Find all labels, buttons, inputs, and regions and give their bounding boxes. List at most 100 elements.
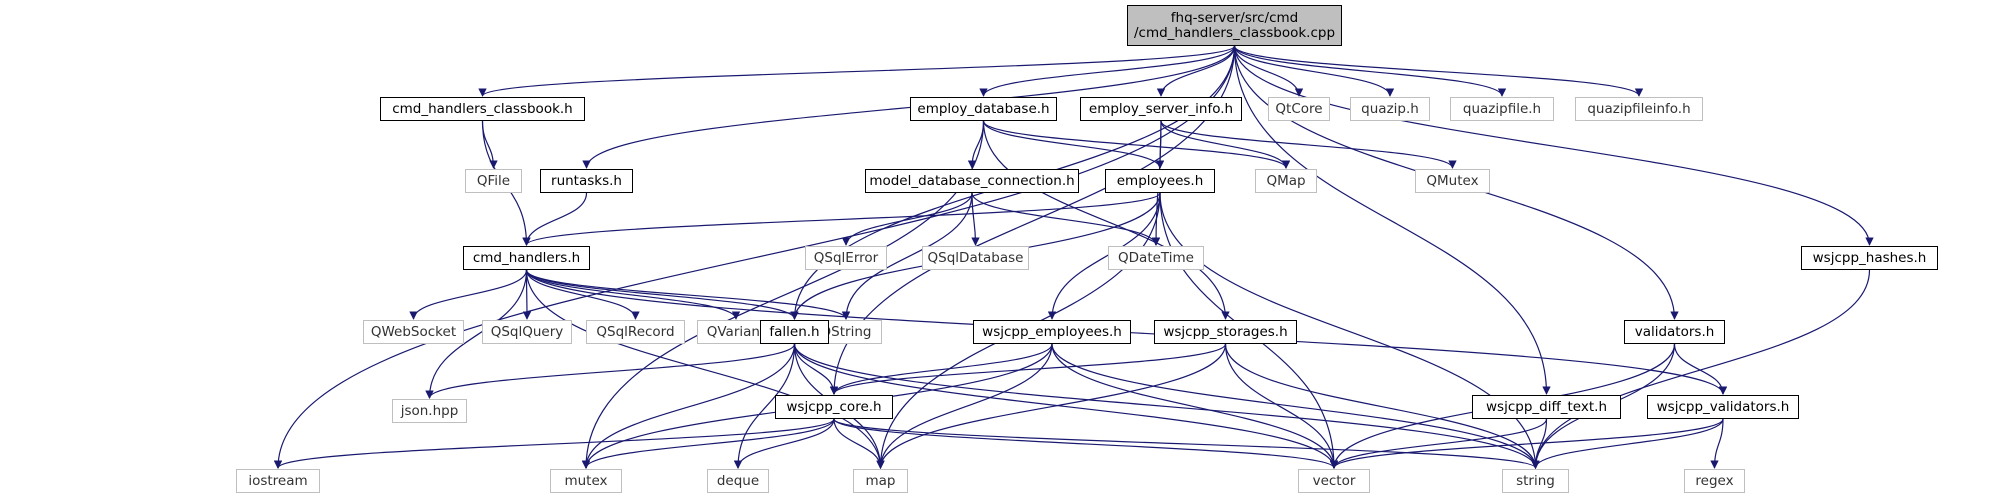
node-label: QSqlDatabase <box>927 249 1024 266</box>
node-quazipfile-h: quazipfile.h <box>1450 97 1554 121</box>
edge-root-to-iostream <box>273 45 1236 469</box>
edge-root-to-quazip_h <box>1233 45 1395 97</box>
node-qsqldatabase: QSqlDatabase <box>922 246 1029 270</box>
node-mutex: mutex <box>550 469 622 493</box>
node-regex: regex <box>1684 469 1745 493</box>
node-label: QString <box>820 323 872 340</box>
node-label: validators.h <box>1634 323 1715 340</box>
edge-employ_database_h-to-employees_h <box>982 120 1165 169</box>
edge-employ_server_info_h-to-qmutex <box>1160 120 1457 169</box>
edge-wsjcpp_core_h-to-string <box>833 418 1540 469</box>
node-wsjcpp-employees-h[interactable]: wsjcpp_employees.h <box>973 320 1131 344</box>
node-label: QSqlQuery <box>490 323 564 340</box>
node-employees-h[interactable]: employees.h <box>1105 169 1215 193</box>
edge-fallen_h-to-deque <box>733 343 796 469</box>
node-wsjcpp-core-h[interactable]: wsjcpp_core.h <box>775 395 893 419</box>
node-qsqlquery: QSqlQuery <box>482 320 572 344</box>
node-employ-server-info-h[interactable]: employ_server_info.h <box>1080 97 1242 121</box>
node-vector: vector <box>1298 469 1370 493</box>
edge-root-to-wsjcpp_hashes_h <box>1233 45 1874 246</box>
node-label: wsjcpp_diff_text.h <box>1486 398 1607 415</box>
node-label: quazipfileinfo.h <box>1587 100 1691 117</box>
node-deque: deque <box>707 469 769 493</box>
edge-wsjcpp_diff_text_h-to-vector <box>1329 418 1548 469</box>
node-wsjcpp-validators-h[interactable]: wsjcpp_validators.h <box>1647 395 1799 419</box>
edge-fallen_h-to-json_hpp <box>425 343 796 399</box>
node-qsqlerror: QSqlError <box>805 246 887 270</box>
node-json-hpp: json.hpp <box>392 399 467 423</box>
node-label: vector <box>1312 472 1356 489</box>
edge-wsjcpp_employees_h-to-map <box>876 343 1053 469</box>
edge-root-to-quazipfileinfo_h <box>1233 45 1644 97</box>
edge-cmd_handlers_h-to-qwebsocket <box>409 269 528 320</box>
node-qdatetime: QDateTime <box>1108 246 1204 270</box>
node-cmd-handlers-classbook-h[interactable]: cmd_handlers_classbook.h <box>380 97 585 121</box>
edge-fallen_h-to-mutex <box>581 343 796 469</box>
edge-validators_h-to-wsjcpp_validators_h <box>1673 343 1728 395</box>
edge-root-to-quazipfile_h <box>1233 45 1507 97</box>
edge-root-to-employ_database_h <box>979 45 1236 97</box>
edge-fallen_h-to-vector <box>793 343 1339 469</box>
edge-wsjcpp_core_h-to-vector <box>833 418 1339 469</box>
node-label: quazipfile.h <box>1462 100 1542 117</box>
node-label: deque <box>716 472 760 489</box>
node-wsjcpp-diff-text-h[interactable]: wsjcpp_diff_text.h <box>1472 395 1621 419</box>
edge-fallen_h-to-string <box>793 343 1540 469</box>
node-label: QSqlRecord <box>596 323 675 340</box>
node-wsjcpp-hashes-h[interactable]: wsjcpp_hashes.h <box>1801 246 1938 270</box>
node-label: iostream <box>248 472 308 489</box>
node-label-line: /cmd_handlers_classbook.cpp <box>1133 24 1336 41</box>
node-label: cmd_handlers.h <box>472 249 581 266</box>
edge-cmd_handlers_h-to-qstring <box>525 269 851 320</box>
edge-wsjcpp_core_h-to-map <box>833 418 885 469</box>
edge-root-to-cmd_handlers_classbook_h <box>478 45 1236 97</box>
edge-wsjcpp_employees_h-to-wsjcpp_core_h <box>829 343 1053 395</box>
edge-employ_database_h-to-model_database_connection_h <box>967 120 985 169</box>
node-label: QMap <box>1266 172 1306 189</box>
edge-model_database_connection_h-to-qsqlerror <box>841 192 973 246</box>
edge-wsjcpp_storages_h-to-map <box>876 343 1227 469</box>
edge-wsjcpp_employees_h-to-vector <box>1051 343 1339 469</box>
edge-wsjcpp_validators_h-to-vector <box>1329 418 1724 469</box>
node-label: QSqlError <box>813 249 879 266</box>
edge-cmd_handlers_h-to-qsqlrecord <box>525 269 640 320</box>
node-wsjcpp-storages-h[interactable]: wsjcpp_storages.h <box>1154 320 1297 344</box>
node-runtasks-h[interactable]: runtasks.h <box>540 169 633 193</box>
edge-wsjcpp_validators_h-to-regex <box>1710 418 1724 469</box>
node-label: QFile <box>476 172 511 189</box>
node-qfile: QFile <box>465 169 522 193</box>
node-employ-database-h[interactable]: employ_database.h <box>910 97 1057 121</box>
node-label: employ_server_info.h <box>1088 100 1234 117</box>
node-qwebsocket: QWebSocket <box>363 320 464 344</box>
edge-employ_server_info_h-to-qmap <box>1160 120 1291 169</box>
node-model-database-connection-h[interactable]: model_database_connection.h <box>865 169 1079 193</box>
node-label: map <box>865 472 896 489</box>
edge-wsjcpp_storages_h-to-string <box>1224 343 1540 469</box>
edge-cmd_handlers_classbook_h-to-qfile <box>481 120 498 169</box>
node-label-line: fhq-server/src/cmd <box>1170 9 1299 26</box>
node-qtcore: QtCore <box>1268 97 1330 121</box>
edge-runtasks_h-to-cmd_handlers_h <box>522 192 588 246</box>
node-label: QtCore <box>1275 100 1323 117</box>
node-quazipfileinfo-h: quazipfileinfo.h <box>1575 97 1703 121</box>
node-fallen-h[interactable]: fallen.h <box>760 320 829 344</box>
node-qsqlrecord: QSqlRecord <box>586 320 685 344</box>
edge-cmd_handlers_h-to-map <box>525 269 885 469</box>
node-label: QWebSocket <box>370 323 457 340</box>
node-label: string <box>1516 472 1555 489</box>
node-label: wsjcpp_validators.h <box>1656 398 1790 415</box>
node-qmap: QMap <box>1255 169 1317 193</box>
node-validators-h[interactable]: validators.h <box>1624 320 1725 344</box>
edge-root-to-employ_server_info_h <box>1156 45 1236 97</box>
node-label: employees.h <box>1116 172 1204 189</box>
node-label: wsjcpp_employees.h <box>982 323 1122 340</box>
node-label: cmd_handlers_classbook.h <box>392 100 573 117</box>
edge-employees_h-to-cmd_handlers_h <box>522 192 1161 246</box>
node-root[interactable]: fhq-server/src/cmd/cmd_handlers_classboo… <box>1127 5 1342 46</box>
node-string: string <box>1502 469 1569 493</box>
edge-wsjcpp_core_h-to-iostream <box>273 418 835 469</box>
node-qmutex: QMutex <box>1415 169 1490 193</box>
edge-wsjcpp_validators_h-to-string <box>1531 418 1724 469</box>
node-cmd-handlers-h[interactable]: cmd_handlers.h <box>463 246 590 270</box>
